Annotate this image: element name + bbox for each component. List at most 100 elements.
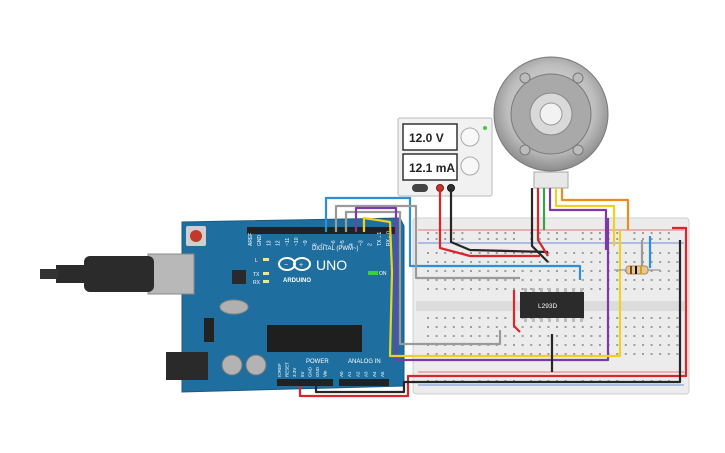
breadboard-hole[interactable] <box>624 344 627 346</box>
breadboard-hole[interactable] <box>581 335 584 337</box>
rail-hole[interactable] <box>435 238 438 240</box>
rail-hole[interactable] <box>599 238 601 240</box>
breadboard-hole[interactable] <box>633 252 636 254</box>
breadboard-hole[interactable] <box>487 270 490 272</box>
breadboard-hole[interactable] <box>642 279 644 281</box>
breadboard-hole[interactable] <box>624 279 627 281</box>
breadboard-hole[interactable] <box>435 317 438 319</box>
breadboard-hole[interactable] <box>590 279 593 281</box>
rail-hole[interactable] <box>444 232 447 234</box>
breadboard-hole[interactable] <box>590 353 593 355</box>
breadboard-hole[interactable] <box>444 335 447 337</box>
breadboard-hole[interactable] <box>521 335 524 337</box>
breadboard-hole[interactable] <box>599 335 601 337</box>
breadboard-hole[interactable] <box>581 252 584 254</box>
rail-hole[interactable] <box>461 238 464 240</box>
current-knob[interactable] <box>460 156 480 176</box>
breadboard-hole[interactable] <box>495 317 498 319</box>
power-switch[interactable] <box>412 184 428 192</box>
breadboard-hole[interactable] <box>642 353 644 355</box>
breadboard-hole[interactable] <box>564 279 567 281</box>
breadboard-hole[interactable] <box>590 335 593 337</box>
breadboard-hole[interactable] <box>676 335 679 337</box>
breadboard-hole[interactable] <box>624 317 627 319</box>
breadboard-hole[interactable] <box>470 279 472 281</box>
breadboard-hole[interactable] <box>495 252 498 254</box>
breadboard-hole[interactable] <box>633 279 636 281</box>
breadboard-hole[interactable] <box>427 288 429 290</box>
breadboard-hole[interactable] <box>581 344 584 346</box>
breadboard-hole[interactable] <box>616 261 619 263</box>
breadboard-hole[interactable] <box>521 326 524 328</box>
breadboard-hole[interactable] <box>521 261 524 263</box>
breadboard-hole[interactable] <box>667 326 670 328</box>
breadboard-hole[interactable] <box>538 326 541 328</box>
breadboard-hole[interactable] <box>504 317 507 319</box>
breadboard-hole[interactable] <box>452 252 455 254</box>
breadboard-hole[interactable] <box>504 279 507 281</box>
rail-hole[interactable] <box>444 238 447 240</box>
breadboard-hole[interactable] <box>530 288 533 290</box>
breadboard-hole[interactable] <box>452 326 455 328</box>
breadboard-hole[interactable] <box>590 326 593 328</box>
breadboard-hole[interactable] <box>633 335 636 337</box>
breadboard-hole[interactable] <box>461 279 464 281</box>
breadboard-hole[interactable] <box>487 279 490 281</box>
breadboard-hole[interactable] <box>573 279 576 281</box>
breadboard-hole[interactable] <box>504 270 507 272</box>
rail-hole[interactable] <box>495 232 498 234</box>
breadboard-hole[interactable] <box>581 353 584 355</box>
breadboard-hole[interactable] <box>478 326 481 328</box>
rail-hole[interactable] <box>642 232 644 234</box>
breadboard-hole[interactable] <box>650 270 653 272</box>
breadboard-hole[interactable] <box>599 270 601 272</box>
rail-hole[interactable] <box>452 232 455 234</box>
breadboard-hole[interactable] <box>547 335 550 337</box>
breadboard-hole[interactable] <box>452 288 455 290</box>
breadboard-hole[interactable] <box>590 288 593 290</box>
breadboard-hole[interactable] <box>495 353 498 355</box>
breadboard-hole[interactable] <box>521 279 524 281</box>
breadboard-hole[interactable] <box>435 335 438 337</box>
breadboard-hole[interactable] <box>513 252 515 254</box>
breadboard-hole[interactable] <box>538 335 541 337</box>
rail-hole[interactable] <box>564 238 567 240</box>
rail-hole[interactable] <box>513 238 515 240</box>
rail-hole[interactable] <box>427 232 429 234</box>
breadboard-hole[interactable] <box>513 279 515 281</box>
breadboard-hole[interactable] <box>564 344 567 346</box>
breadboard-hole[interactable] <box>504 344 507 346</box>
breadboard-hole[interactable] <box>530 252 533 254</box>
rail-hole[interactable] <box>538 232 541 234</box>
breadboard-hole[interactable] <box>676 270 679 272</box>
rail-hole[interactable] <box>487 238 490 240</box>
breadboard-hole[interactable] <box>487 252 490 254</box>
rail-hole[interactable] <box>504 232 507 234</box>
breadboard-hole[interactable] <box>676 279 679 281</box>
breadboard-hole[interactable] <box>530 335 533 337</box>
breadboard-hole[interactable] <box>650 288 653 290</box>
breadboard-hole[interactable] <box>650 335 653 337</box>
breadboard-hole[interactable] <box>676 326 679 328</box>
breadboard-hole[interactable] <box>599 344 601 346</box>
rail-hole[interactable] <box>564 232 567 234</box>
breadboard-hole[interactable] <box>435 326 438 328</box>
breadboard-hole[interactable] <box>478 353 481 355</box>
breadboard-hole[interactable] <box>659 279 662 281</box>
breadboard-hole[interactable] <box>487 317 490 319</box>
breadboard-hole[interactable] <box>495 270 498 272</box>
breadboard-hole[interactable] <box>676 252 679 254</box>
breadboard-hole[interactable] <box>547 261 550 263</box>
breadboard-hole[interactable] <box>564 353 567 355</box>
breadboard-hole[interactable] <box>581 261 584 263</box>
breadboard-hole[interactable] <box>659 335 662 337</box>
breadboard-hole[interactable] <box>624 252 627 254</box>
breadboard-hole[interactable] <box>444 288 447 290</box>
breadboard-hole[interactable] <box>504 288 507 290</box>
breadboard-hole[interactable] <box>444 270 447 272</box>
rail-hole[interactable] <box>504 238 507 240</box>
rail-hole[interactable] <box>633 238 636 240</box>
rail-hole[interactable] <box>659 232 662 234</box>
breadboard-hole[interactable] <box>444 279 447 281</box>
breadboard-hole[interactable] <box>590 344 593 346</box>
